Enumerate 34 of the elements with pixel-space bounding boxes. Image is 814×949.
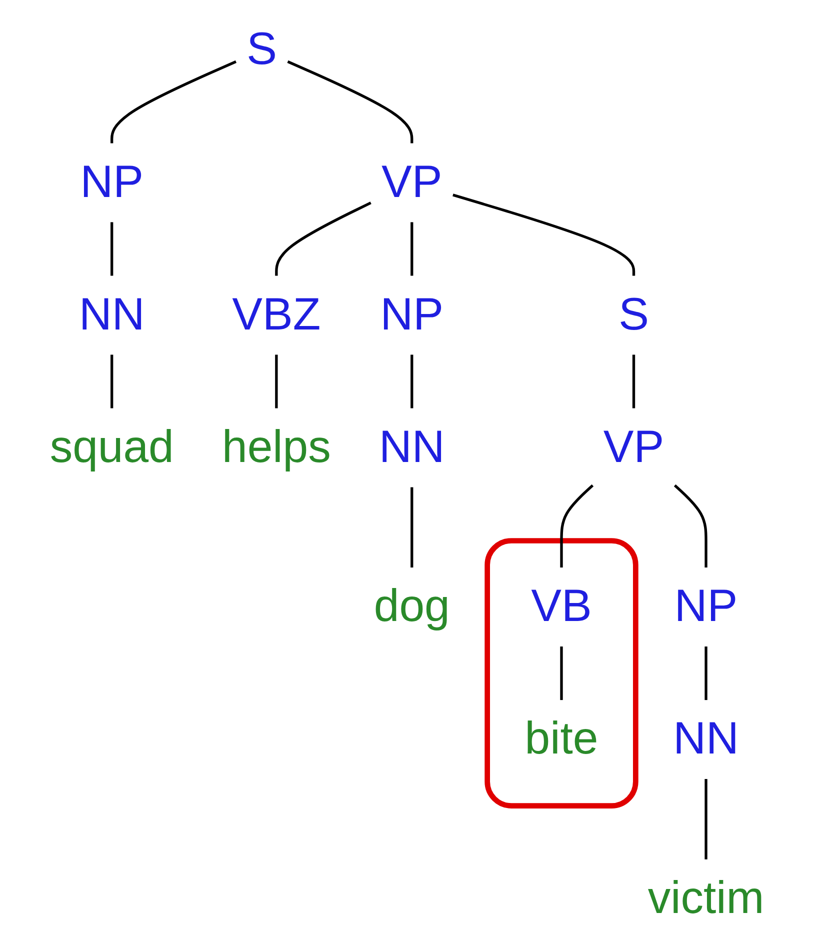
connector	[110, 60, 236, 144]
node-text: VP	[603, 422, 664, 472]
connector	[110, 222, 114, 276]
node-text: dog	[374, 580, 450, 632]
node-text: NP	[380, 289, 444, 340]
cluster	[484, 538, 638, 808]
connector	[632, 354, 636, 408]
connector	[110, 354, 114, 408]
node-text: helps	[222, 422, 331, 472]
node-text: NP	[674, 580, 738, 632]
node-text: NN	[673, 713, 739, 764]
node-text: NP	[80, 156, 144, 208]
connector	[275, 354, 278, 408]
connector	[560, 484, 594, 568]
connector	[410, 222, 414, 276]
node-text: bite	[524, 713, 598, 764]
node-text: S	[246, 24, 278, 75]
connector	[275, 202, 372, 276]
connector	[452, 194, 636, 276]
connector	[410, 487, 414, 568]
connector	[704, 646, 708, 700]
connector	[410, 354, 414, 408]
node-text: VB	[531, 580, 592, 632]
connector	[560, 646, 563, 700]
node-text: victim	[648, 872, 764, 924]
connector	[674, 484, 708, 568]
node-text: NN	[78, 289, 145, 340]
node-text: VBZ	[232, 289, 321, 340]
node-text: S	[618, 289, 649, 340]
node-text: NN	[379, 422, 445, 472]
connector	[704, 779, 708, 860]
connector	[287, 60, 414, 144]
node-text: VP	[382, 156, 442, 208]
node-text: squad	[50, 422, 174, 472]
